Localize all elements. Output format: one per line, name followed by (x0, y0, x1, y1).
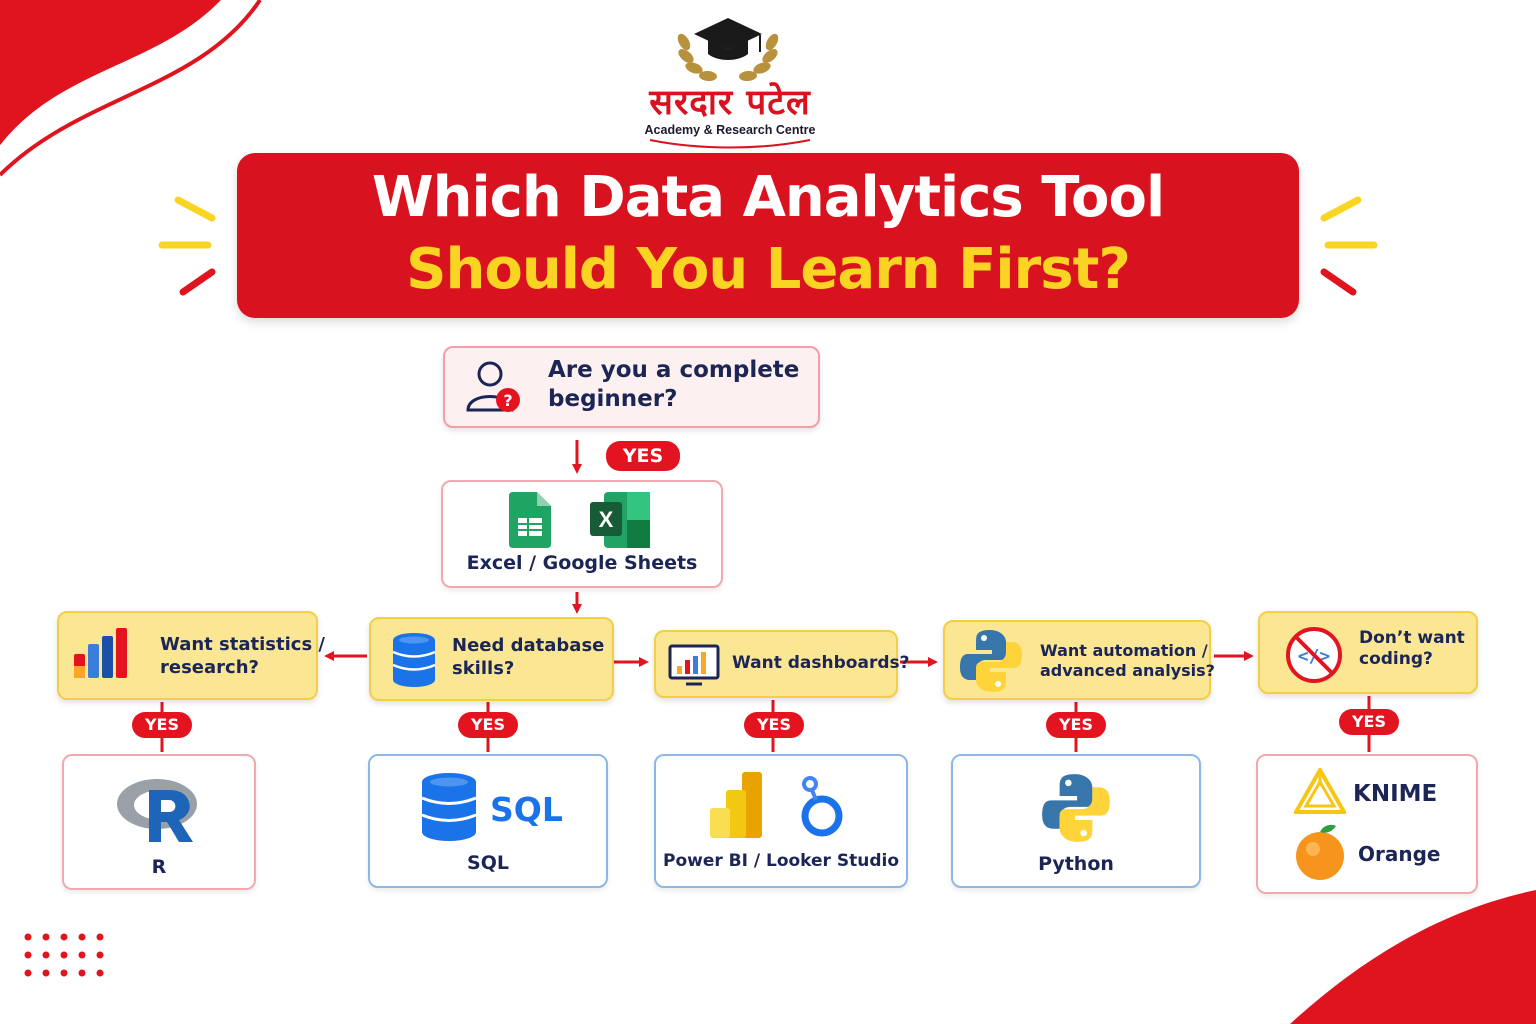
no-coding-question-text: Don’t want coding? (1359, 628, 1465, 671)
logo-subtitle: Academy & Research Centre (644, 123, 816, 137)
excel-sheets-box (441, 480, 723, 588)
sql-tool-box (368, 754, 608, 888)
automation-question-line-1: Want automation / (1040, 641, 1208, 660)
database-icon (392, 633, 436, 687)
bar-chart-icon (74, 628, 127, 678)
knime-icon (1294, 768, 1346, 814)
r-logo-icon (117, 779, 197, 842)
python-icon (960, 630, 1022, 692)
powerbi-looker-box (654, 754, 908, 888)
statistics-question-line-2: research? (160, 656, 259, 678)
title-line-1: Which Data Analytics Tool (371, 165, 1165, 230)
graduation-cap-icon (694, 18, 762, 60)
orange-icon (1296, 824, 1344, 880)
svg-text:X: X (599, 507, 614, 532)
laurel-icon (677, 33, 779, 82)
excel-sheets-label: Excel / Google Sheets (466, 552, 698, 574)
statistics-question-box (57, 611, 318, 700)
start-question-box (443, 346, 820, 428)
title-line-2: Should You Learn First? (406, 237, 1131, 302)
looker-studio-icon (801, 776, 843, 837)
sql-database-icon (421, 773, 477, 841)
logo-hindi-text: सरदार पटेल (649, 83, 811, 123)
statistics-question-text: Want statistics / research? (160, 634, 325, 679)
excel-icon: X (590, 492, 650, 548)
database-question-line-1: Need database (452, 635, 605, 656)
knime-label: KNIME (1353, 781, 1438, 807)
start-question-text: Are you a complete beginner? (548, 356, 799, 414)
dashboards-question-text: Want dashboards? (732, 653, 910, 673)
no-coding-question-line-2: coding? (1359, 649, 1433, 670)
google-sheets-icon (509, 492, 551, 548)
dashboards-yes-badge: YES (744, 712, 804, 738)
python-tool-label: Python (1038, 853, 1114, 875)
no-coding-question-line-1: Don’t want (1359, 628, 1465, 648)
database-question-text: Need database skills? (452, 635, 604, 680)
title-banner (237, 153, 1299, 318)
powerbi-looker-label: Power BI / Looker Studio (662, 851, 900, 871)
knime-orange-box (1256, 754, 1478, 894)
statistics-question-line-1: Want statistics / (160, 634, 325, 655)
statistics-yes-badge: YES (132, 712, 192, 738)
power-bi-icon (710, 772, 762, 838)
svg-text:?: ? (503, 391, 512, 410)
r-tool-label: R (151, 856, 167, 878)
automation-yes-badge: YES (1046, 712, 1106, 738)
no-coding-yes-badge: YES (1339, 709, 1399, 735)
automation-question-text: Want automation / advanced analysis? (1040, 641, 1215, 681)
no-code-icon: </> (1286, 627, 1342, 683)
python-logo-icon (1042, 774, 1110, 842)
sql-tool-label: SQL (467, 852, 509, 874)
sql-logo-text: SQL (490, 790, 563, 829)
user-question-icon: ? (466, 361, 520, 412)
database-question-line-2: skills? (452, 657, 515, 679)
automation-question-line-2: advanced analysis? (1040, 661, 1215, 680)
database-yes-badge: YES (458, 712, 518, 738)
start-question-line-2: beginner? (548, 385, 678, 412)
start-question-line-1: Are you a complete (548, 357, 800, 383)
start-yes-badge: YES (606, 441, 680, 471)
orange-label: Orange (1358, 842, 1441, 866)
dashboard-monitor-icon (668, 644, 720, 686)
